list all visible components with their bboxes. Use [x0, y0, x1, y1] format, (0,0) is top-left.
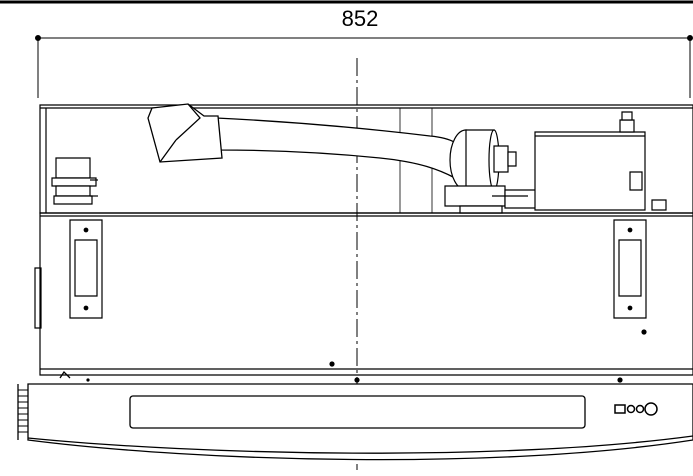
left-connector	[52, 158, 98, 204]
control-buttons-icon	[615, 403, 657, 415]
screws	[86, 329, 647, 383]
lower-panel	[35, 213, 693, 375]
width-dimension-label: 852	[341, 6, 379, 31]
right-bracket	[614, 220, 646, 318]
left-bracket	[70, 220, 102, 318]
front-visor	[18, 372, 693, 460]
control-box	[535, 112, 666, 210]
side-grip	[18, 390, 28, 432]
blower-motor	[445, 130, 541, 213]
flex-duct	[148, 104, 468, 178]
dimension-line	[36, 36, 693, 99]
